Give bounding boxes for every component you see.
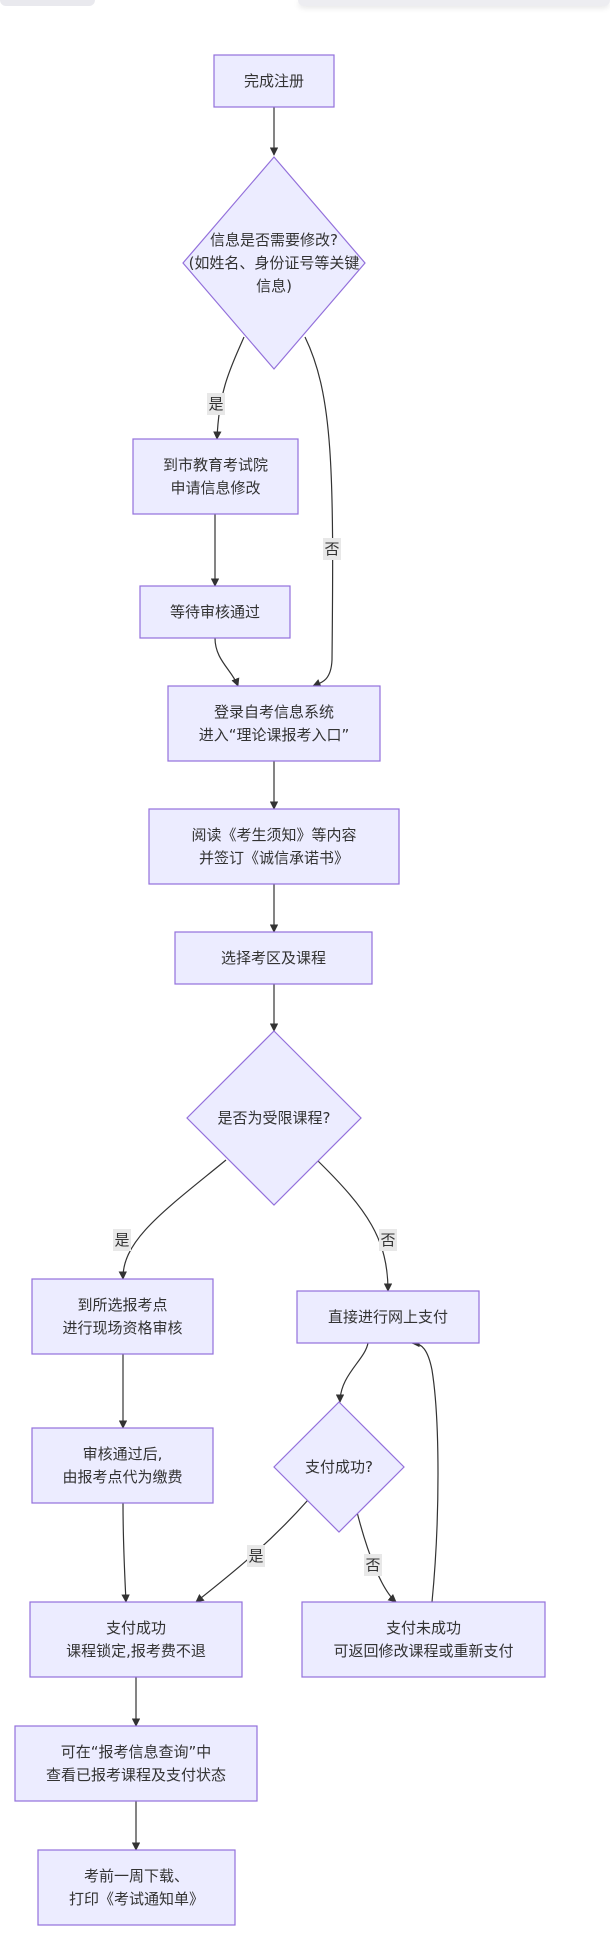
decision-payment-success: 支付成功? <box>273 1401 405 1533</box>
decision-payment-success-text-1: 支付成功? <box>305 1458 373 1476</box>
edge-payment-no-label-text: 否 <box>365 1556 380 1574</box>
edge-restricted-no <box>316 1159 393 1292</box>
decision-restricted-course-text-1: 是否为受限课程? <box>218 1109 331 1127</box>
node-payment-failed-text-1: 支付未成功 <box>386 1619 461 1637</box>
edge-modify-yes-label-text: 是 <box>208 395 223 413</box>
node-wait-review-box <box>139 585 291 639</box>
edge-payment-yes-label: 是 <box>247 1545 265 1567</box>
edge-modify-no-label-bg <box>323 538 341 560</box>
node-complete-registration: 完成注册 <box>213 54 335 108</box>
edge-point-to-success <box>121 1502 130 1603</box>
node-payment-success-text-1: 支付成功 <box>106 1619 166 1637</box>
top-tab-left <box>0 0 95 6</box>
node-read-notice-box <box>148 808 400 885</box>
node-online-payment-box <box>296 1290 480 1344</box>
edge-payment-no-label-bg <box>364 1554 382 1576</box>
node-point-payment-text-2: 由报考点代为缴费 <box>62 1468 182 1486</box>
edge-restricted-yes-label-text: 是 <box>114 1231 129 1249</box>
edge-payment-yes-label-text: 是 <box>248 1547 263 1565</box>
node-print-notice: 考前一周下载、打印《考试通知单》 <box>37 1849 236 1926</box>
edge-restricted-yes-label: 是 <box>113 1229 131 1251</box>
decision-restricted-course: 是否为受限课程? <box>186 1030 362 1206</box>
node-point-payment-box <box>31 1427 214 1504</box>
node-online-payment: 直接进行网上支付 <box>296 1290 480 1344</box>
node-select-area-text-1: 选择考区及课程 <box>221 949 326 967</box>
edge-wait-to-login <box>214 637 240 687</box>
node-print-notice-text-2: 打印《考试通知单》 <box>69 1890 204 1908</box>
edge-restricted-no-label-text: 否 <box>380 1231 395 1249</box>
edge-failed-back-to-online <box>411 1338 439 1603</box>
node-onsite-review-box <box>31 1278 214 1355</box>
decision-need-modify-text-1: 信息是否需要修改? <box>210 231 338 249</box>
node-complete-registration-text-1: 完成注册 <box>244 72 304 90</box>
edge-payment-no-label: 否 <box>364 1554 382 1576</box>
node-query-status-text-1: 可在“报考信息查询”中 <box>61 1743 212 1761</box>
edge-modify-no-label: 否 <box>323 538 341 560</box>
edge-restricted-no-label-bg <box>379 1229 397 1251</box>
node-login-system-box <box>167 685 381 762</box>
edge-restricted-yes <box>118 1159 227 1280</box>
node-select-area: 选择考区及课程 <box>174 931 373 985</box>
node-wait-review-text-1: 等待审核通过 <box>170 603 260 621</box>
edge-modify-no-label-text: 否 <box>324 540 339 558</box>
node-print-notice-text-1: 考前一周下载、 <box>84 1867 189 1885</box>
top-tab-right <box>298 0 610 6</box>
decision-payment-success-shape <box>273 1401 405 1533</box>
decision-need-modify-shape <box>182 156 366 370</box>
edge-modify-yes-label-bg <box>207 393 225 415</box>
node-onsite-review-text-1: 到所选报考点 <box>77 1296 167 1314</box>
node-apply-modification-text-2: 申请信息修改 <box>170 479 260 497</box>
node-login-system-text-1: 登录自考信息系统 <box>214 703 334 721</box>
node-payment-success-text-2: 课程锁定,报考费不退 <box>66 1642 206 1660</box>
node-point-payment: 审核通过后, 由报考点代为缴费 <box>31 1427 214 1504</box>
edge-restricted-yes-label-bg <box>113 1229 131 1251</box>
node-wait-review: 等待审核通过 <box>139 585 291 639</box>
node-payment-success-box <box>29 1601 243 1678</box>
node-select-area-box <box>174 931 373 985</box>
edge-payment-yes-label-bg <box>247 1545 265 1567</box>
edge-online-to-payment-decision <box>335 1342 369 1403</box>
decision-restricted-course-shape <box>186 1030 362 1206</box>
node-online-payment-text-1: 直接进行网上支付 <box>328 1308 448 1326</box>
node-payment-failed-box <box>301 1601 546 1678</box>
node-payment-failed-text-2: 可返回修改课程或重新支付 <box>333 1642 513 1660</box>
node-login-system-text-2: 进入“理论课报考入口” <box>199 726 350 744</box>
node-print-notice-box <box>37 1849 236 1926</box>
decision-need-modify-text-3: 信息) <box>256 277 292 295</box>
node-query-status-text-2: 查看已报考课程及支付状态 <box>46 1766 226 1784</box>
node-complete-registration-box <box>213 54 335 108</box>
node-apply-modification-text-1: 到市教育考试院 <box>163 456 268 474</box>
node-read-notice-text-2: 并签订《诚信承诺书》 <box>199 849 349 867</box>
node-onsite-review-text-2: 进行现场资格审核 <box>62 1319 182 1337</box>
edge-modify-no <box>304 336 334 687</box>
edge-restricted-no-label: 否 <box>379 1229 397 1251</box>
node-query-status-box <box>14 1725 258 1802</box>
decision-need-modify-text-2: (如姓名、身份证号等关键 <box>189 254 360 272</box>
node-point-payment-text-1: 审核通过后, <box>83 1445 163 1463</box>
node-apply-modification-box <box>132 438 299 515</box>
edge-modify-yes <box>213 336 245 440</box>
node-read-notice-text-1: 阅读《考生须知》等内容 <box>191 826 356 844</box>
edge-modify-yes-label: 是 <box>207 393 225 415</box>
